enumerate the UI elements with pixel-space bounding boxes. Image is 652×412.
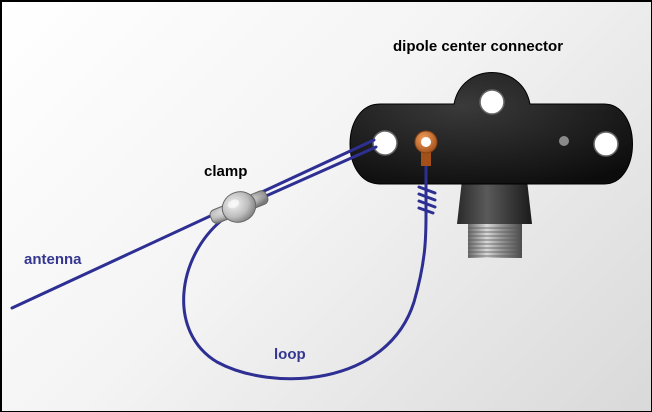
clamp-icon	[209, 190, 269, 224]
clamp-label: clamp	[204, 163, 248, 180]
antenna-wire	[10, 138, 378, 310]
ring-lug-icon	[414, 130, 438, 166]
loop-wire	[182, 205, 428, 381]
small-hole	[559, 136, 569, 146]
connector-stud-icon	[457, 180, 532, 258]
top-hole	[479, 89, 505, 115]
connector-title-label: dipole center connector	[393, 38, 564, 55]
right-hole	[593, 131, 619, 157]
antenna-label: antenna	[24, 251, 82, 268]
left-hole	[372, 130, 398, 156]
loop-label: loop	[274, 346, 306, 363]
dipole-center-connector-icon	[349, 72, 633, 185]
